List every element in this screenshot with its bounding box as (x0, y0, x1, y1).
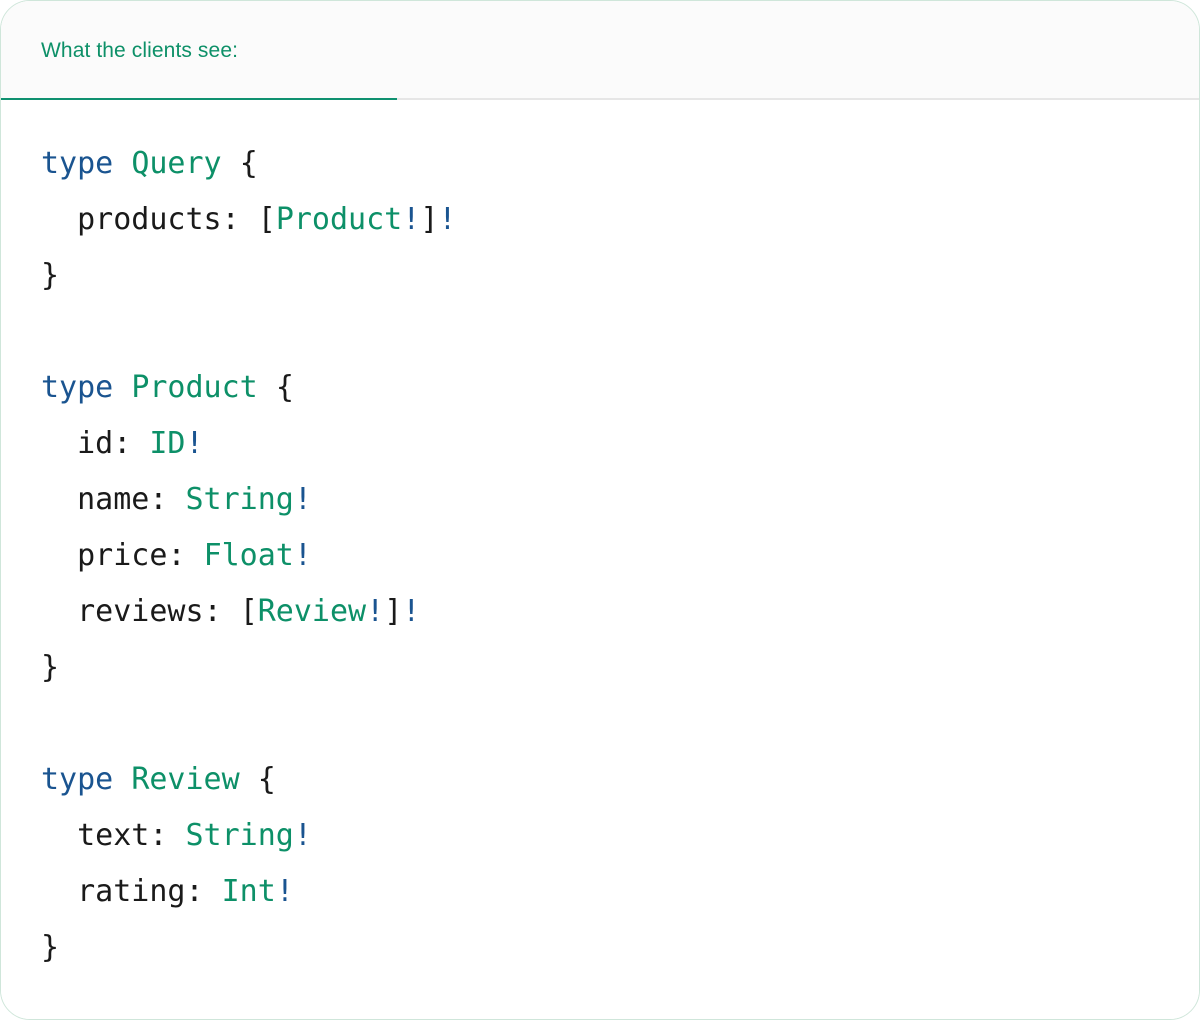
token-punct (113, 370, 131, 405)
token-punct: : (203, 594, 240, 629)
token-type: Review (131, 762, 240, 797)
token-punct: : (185, 874, 222, 909)
token-name: id (41, 426, 114, 461)
token-punct (222, 146, 240, 181)
token-type: Float (203, 538, 294, 573)
token-punct: : (113, 426, 150, 461)
token-type: ID (149, 426, 186, 461)
line-query-open: type Query { (41, 146, 258, 181)
token-punct: } (41, 650, 60, 685)
tab-label: What the clients see: (41, 38, 239, 62)
line-product-name: name: String! (41, 482, 312, 517)
token-punct: { (275, 370, 294, 405)
line-query-close: } (41, 258, 59, 293)
line-query-products: products: [Product!]! (41, 202, 456, 237)
graphql-schema-code[interactable]: type Query { products: [Product!]! } typ… (1, 136, 1199, 976)
token-name: reviews (41, 594, 204, 629)
tab-what-the-clients-see[interactable]: What the clients see: (1, 1, 397, 102)
line-product-close: } (41, 650, 59, 685)
line-product-price: price: Float! (41, 538, 312, 573)
token-type: String (185, 482, 294, 517)
token-bang: ! (438, 202, 457, 237)
token-punct: : (167, 538, 204, 573)
token-bang: ! (293, 538, 312, 573)
token-name: rating (41, 874, 186, 909)
token-type: Product (131, 370, 258, 405)
token-name: name (41, 482, 150, 517)
tab-strip: What the clients see: (1, 1, 1199, 102)
code-body: type Query { products: [Product!]! } typ… (1, 100, 1199, 1019)
token-kw: type (41, 370, 114, 405)
token-punct (113, 762, 131, 797)
token-bang: ! (366, 594, 385, 629)
token-name: text (41, 818, 150, 853)
line-product-id: id: ID! (41, 426, 204, 461)
token-punct (113, 146, 131, 181)
token-bang: ! (293, 818, 312, 853)
token-punct: : (149, 482, 186, 517)
token-name: price (41, 538, 168, 573)
token-type: Query (131, 146, 222, 181)
token-type: Int (221, 874, 276, 909)
line-product-reviews: reviews: [Review!]! (41, 594, 420, 629)
line-review-rating: rating: Int! (41, 874, 294, 909)
token-bang: ! (402, 202, 421, 237)
token-type: Review (257, 594, 367, 629)
token-bang: ! (185, 426, 204, 461)
token-kw: type (41, 146, 114, 181)
token-punct: { (257, 762, 276, 797)
token-punct: { (239, 146, 258, 181)
token-bang: ! (402, 594, 421, 629)
token-punct: ] (420, 202, 439, 237)
token-type: String (185, 818, 294, 853)
code-root: type Query { products: [Product!]! } typ… (41, 146, 456, 965)
line-review-open: type Review { (41, 762, 276, 797)
token-punct: ] (384, 594, 403, 629)
line-review-text: text: String! (41, 818, 312, 853)
token-kw: type (41, 762, 114, 797)
token-punct: : (221, 202, 258, 237)
line-product-open: type Product { (41, 370, 294, 405)
token-punct (258, 370, 276, 405)
token-punct: : (149, 818, 186, 853)
token-bang: ! (275, 874, 294, 909)
token-punct: [ (239, 594, 258, 629)
token-punct: } (41, 258, 60, 293)
token-punct: } (41, 930, 60, 965)
token-punct: [ (257, 202, 276, 237)
token-type: Product (275, 202, 403, 237)
token-punct (240, 762, 258, 797)
token-bang: ! (293, 482, 312, 517)
token-name: products (41, 202, 222, 237)
line-review-close: } (41, 930, 59, 965)
